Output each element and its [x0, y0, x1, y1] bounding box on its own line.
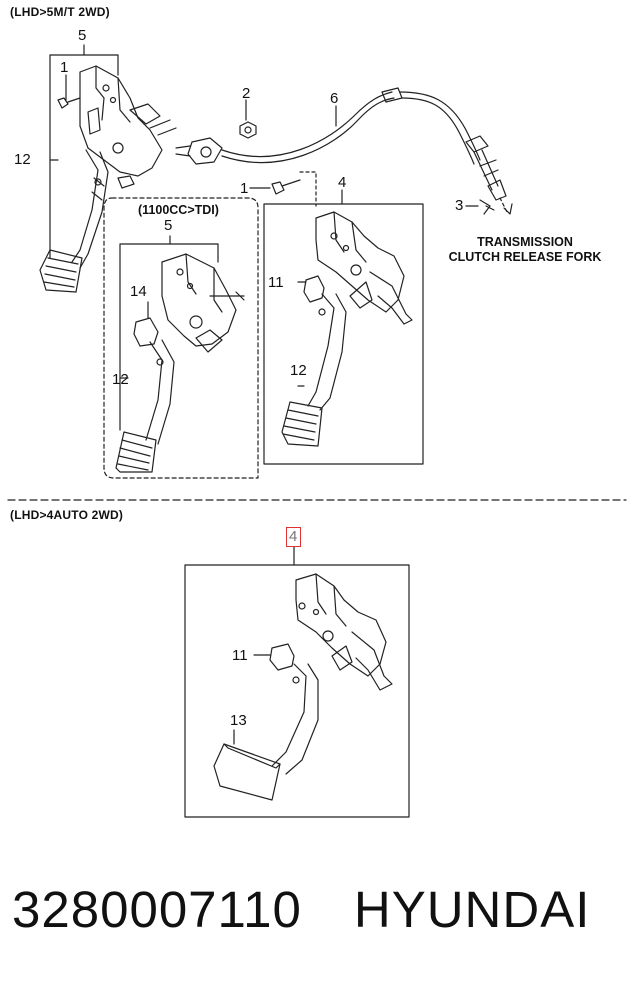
part-number-footer: 3280007110 HYUNDAI [12, 880, 590, 939]
nut-part-2 [239, 99, 257, 139]
callout-11: 11 [268, 274, 284, 291]
callout-4: 4 [338, 174, 347, 191]
note-line-1: TRANSMISSION [477, 235, 573, 249]
callout-1-secondary: 1 [240, 180, 249, 197]
clutch-cable [175, 87, 513, 215]
callout-5: 5 [78, 27, 87, 44]
callout-12: 12 [14, 151, 31, 168]
callout-11-auto: 11 [232, 647, 248, 664]
section-title-manual: (LHD>5M/T 2WD) [10, 5, 110, 19]
callout-3: 3 [455, 197, 464, 214]
callout-2: 2 [242, 85, 251, 102]
highlighted-callout-4: 4 [286, 527, 301, 547]
callout-13: 13 [230, 712, 247, 729]
tdi-variant-box [103, 197, 259, 479]
bolt-part-1-secondary [249, 171, 317, 207]
clip-part-3 [465, 199, 495, 215]
section-title-auto: (LHD>4AUTO 2WD) [10, 508, 124, 522]
part-number: 3280007110 [12, 881, 302, 938]
note-line-2: CLUTCH RELEASE FORK [448, 250, 602, 264]
callout-12-tdi: 12 [112, 371, 129, 388]
clutch-pedal-assembly-main [39, 44, 177, 293]
brand-name: HYUNDAI [353, 881, 591, 938]
pedal-assembly-box-4 [263, 189, 424, 465]
callout-6: 6 [330, 90, 339, 107]
callout-1: 1 [60, 59, 69, 76]
callout-12-box: 12 [290, 362, 307, 379]
callout-14: 14 [130, 283, 147, 300]
auto-pedal-assembly-box [184, 546, 410, 818]
section-title-tdi: (1100CC>TDI) [136, 203, 221, 217]
transmission-note: TRANSMISSION CLUTCH RELEASE FORK [430, 235, 620, 265]
callout-5-tdi: 5 [164, 217, 173, 234]
callout-4-auto: 4 [289, 528, 298, 545]
